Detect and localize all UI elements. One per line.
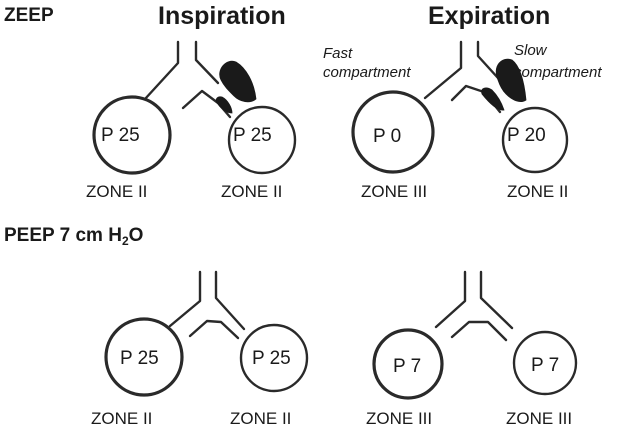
slow-line-2: compartment (514, 64, 602, 81)
alveolus-left (372, 328, 444, 400)
peep-inspiration-lungs: P 25 P 25 (104, 270, 309, 397)
expiration-title: Expiration (428, 2, 551, 30)
zone-label: ZONE II (507, 182, 569, 201)
airway-tree (168, 270, 246, 340)
zeep-expiration-lungs: P 0 P 20 (351, 40, 569, 174)
pressure-label: P 7 (531, 355, 559, 376)
pressure-label: P 25 (233, 125, 272, 146)
alveolus-right (227, 105, 297, 175)
mucus-plug (219, 60, 257, 103)
mucus-plug-small (215, 96, 233, 114)
alveolus-right (501, 106, 569, 174)
slow-compartment-label: Slow compartment (514, 40, 602, 84)
zone-label: ZONE III (366, 409, 433, 428)
pressure-label: P 25 (101, 125, 140, 146)
mucus-plug-small (481, 87, 505, 111)
pressure-label: P 25 (252, 348, 291, 369)
fast-line-2: compartment (323, 64, 411, 81)
zeep-inspiration-lungs: P 25 P 25 (92, 40, 297, 175)
airway-tree (434, 270, 514, 342)
pressure-label: P 7 (393, 356, 421, 377)
zone-label: ZONE II (230, 409, 292, 428)
alveolus-right (239, 323, 309, 393)
fast-line-1: Fast (323, 45, 353, 62)
zone-label: ZONE II (86, 182, 148, 201)
zeep-label: ZEEP (4, 5, 54, 26)
alveolus-left (104, 317, 184, 397)
peep-tail-text: O (128, 225, 144, 246)
peep-main-text: PEEP 7 cm H (4, 225, 122, 246)
slow-line-1: Slow (514, 42, 547, 59)
mucus-plug (495, 58, 527, 102)
peep-label: PEEP 7 cm H2O (4, 226, 143, 247)
peep-subscript: 2 (121, 234, 129, 248)
alveolus-left (351, 90, 435, 174)
zone-label: ZONE II (91, 409, 153, 428)
pressure-label: P 0 (373, 126, 401, 147)
inspiration-title: Inspiration (158, 2, 286, 30)
fast-compartment-label: Fast compartment (323, 44, 411, 82)
zone-label: ZONE II (221, 182, 283, 201)
alveolus-left (92, 95, 172, 175)
alveolus-right (512, 330, 578, 396)
zone-label: ZONE III (506, 409, 573, 428)
pressure-label: P 25 (120, 348, 159, 369)
peep-expiration-lungs: P 7 P 7 (372, 270, 578, 400)
pressure-label: P 20 (507, 125, 546, 146)
zone-label: ZONE III (361, 182, 428, 201)
